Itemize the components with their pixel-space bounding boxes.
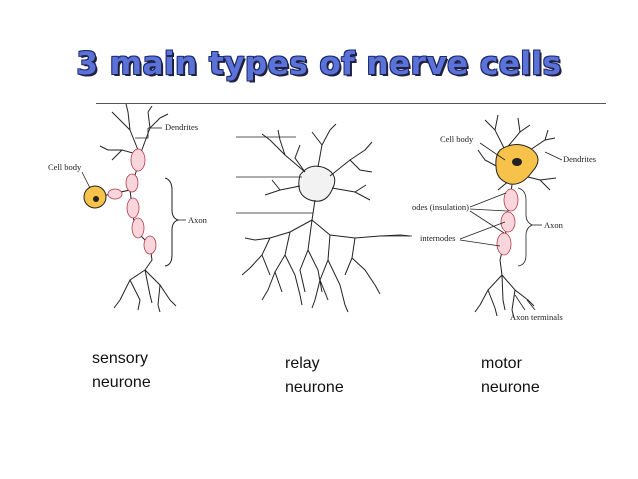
caption-motor: motor neurone [481,352,540,400]
label-cell-body-motor: Cell body [440,134,474,144]
label-nodes-motor: odes (insulation) [412,202,469,212]
relay-neurone-illustration [241,123,411,313]
motor-cell-body [495,144,539,185]
sensory-cell-body [83,185,107,209]
label-dendrites-sensory: Dendrites [165,122,198,132]
slide-title: 3 main types of nerve cells [76,46,562,82]
label-axon-motor: Axon [544,220,564,230]
motor-pointer-lines [459,142,563,311]
caption-sensory: sensory neurone [92,347,151,395]
caption-relay-line1: relay [285,355,320,372]
label-cell-body-sensory: Cell body [48,162,82,172]
caption-relay-line2: neurone [285,379,344,396]
motor-myelin-sheath [496,188,519,256]
caption-motor-line1: motor [481,355,522,372]
relay-pointer-lines [236,136,412,237]
label-dendrites-motor: Dendrites [563,154,596,164]
sensory-axon-bracket [164,177,180,267]
caption-sensory-line2: neurone [92,374,151,391]
caption-relay: relay neurone [285,352,344,400]
caption-sensory-line1: sensory [92,350,149,367]
label-axon-sensory: Axon [188,215,208,225]
title-divider [96,103,606,104]
label-axon-terminals-motor: Axon terminals [510,312,563,322]
sensory-myelin-sheath [107,148,157,255]
label-internodes-motor: internodes [420,233,455,243]
caption-motor-line2: neurone [481,379,540,396]
